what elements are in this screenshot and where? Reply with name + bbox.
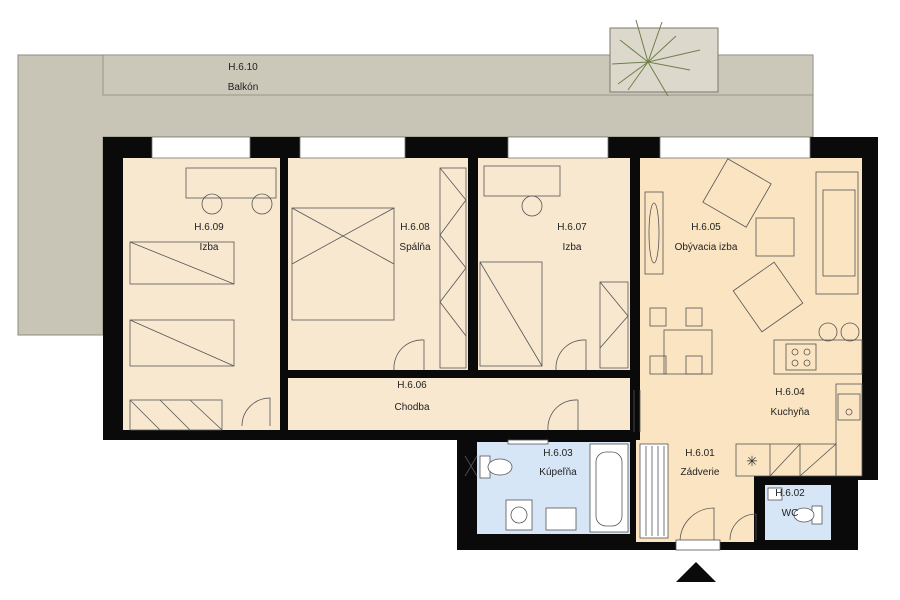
room-floor-room07 — [478, 158, 630, 370]
stove-icon — [785, 343, 817, 371]
svg-text:✳: ✳ — [746, 453, 758, 469]
room-code: H.6.08 — [400, 222, 430, 233]
room-label-wc: H.6.02 WC — [775, 488, 805, 519]
bedroom-furniture — [291, 167, 467, 371]
room09-furniture — [129, 167, 277, 431]
entrance-door-opening — [675, 539, 721, 551]
room-code: H.6.03 — [543, 448, 573, 459]
room-label-living: H.6.05 Obývacia izba — [675, 222, 738, 253]
room-name: Kúpeľňa — [539, 467, 577, 478]
toilet-icon — [479, 455, 513, 479]
plant-icon — [611, 19, 701, 97]
room-label-bathroom: H.6.03 Kúpeľňa — [539, 448, 577, 478]
room-code: H.6.01 — [685, 448, 715, 459]
room-name: Kuchyňa — [771, 407, 810, 418]
room-name: Spálňa — [399, 242, 431, 253]
balcony-planter — [609, 27, 719, 93]
bathtub-icon — [589, 443, 629, 533]
room-code: H.6.07 — [557, 222, 587, 233]
room-name: WC — [782, 508, 799, 519]
sink-icon — [837, 393, 861, 421]
room-floor-hall — [288, 378, 630, 430]
room-label-bedroom: H.6.08 Spálňa — [399, 222, 431, 253]
room-label-hall: H.6.06 Chodba — [394, 380, 429, 413]
room-name: Chodba — [394, 402, 429, 413]
room-floor-bedroom — [288, 158, 468, 370]
room-name: Zádverie — [681, 467, 720, 478]
room-code: H.6.04 — [775, 387, 805, 398]
room-name: Izba — [200, 242, 219, 253]
living-furniture — [644, 158, 860, 375]
room-label-entry: H.6.01 Zádverie — [681, 448, 720, 478]
kitchen-units: ✳ — [735, 339, 863, 477]
room-name: Izba — [563, 242, 582, 253]
room-floor-room09 — [123, 158, 280, 430]
bathroom-fixtures — [464, 439, 629, 533]
entrance-arrow-icon — [676, 562, 716, 582]
washing-machine-icon — [505, 499, 533, 531]
balcony-area — [17, 19, 814, 336]
room-label-room07: H.6.07 Izba — [557, 222, 587, 253]
hall-doors — [547, 390, 641, 432]
room-name: Obývacia izba — [675, 242, 738, 253]
room-code: H.6.05 — [691, 222, 721, 233]
room-label-kitchen: H.6.04 Kuchyňa — [771, 387, 810, 418]
room-name: Balkón — [228, 82, 259, 93]
room-code: H.6.09 — [194, 222, 224, 233]
room-label-balcony: H.6.10 Balkón — [228, 62, 259, 93]
room07-furniture — [479, 165, 629, 371]
entry-fixtures — [639, 443, 823, 543]
room-code: H.6.10 — [228, 62, 258, 73]
room-code: H.6.02 — [775, 488, 805, 499]
room-label-room09: H.6.09 Izba — [194, 222, 224, 253]
room-floor-living — [640, 158, 862, 443]
room-code: H.6.06 — [397, 380, 427, 391]
windows — [151, 136, 811, 159]
